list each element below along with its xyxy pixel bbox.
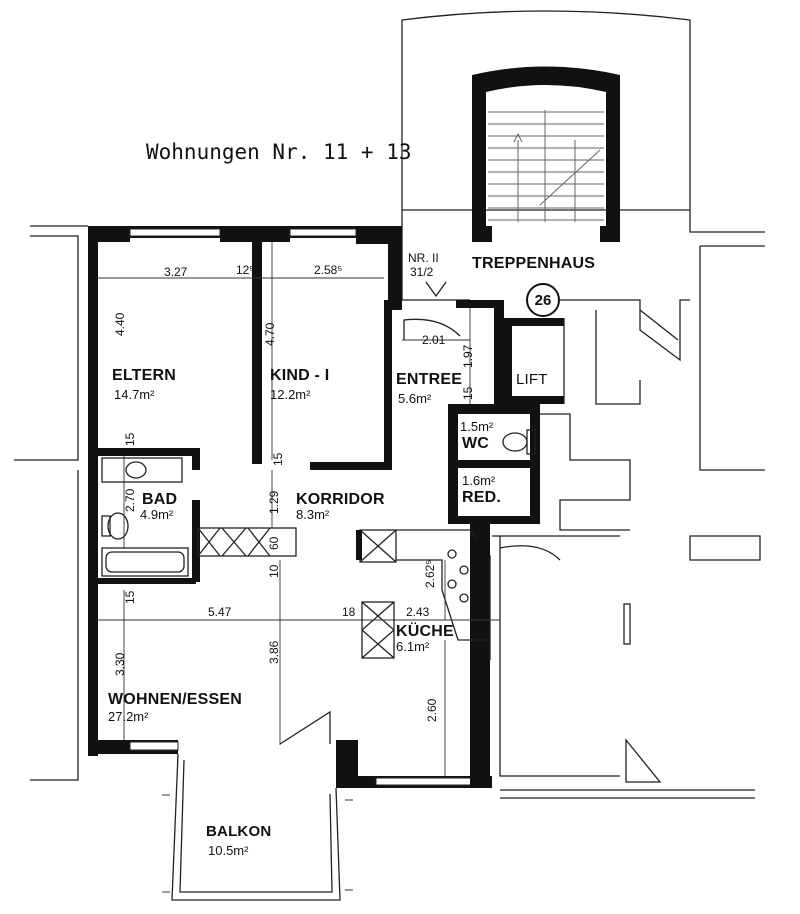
stair-treads xyxy=(488,110,604,222)
room-area-bad: 4.9m² xyxy=(140,507,174,522)
dim-kueche-width: 2.43 xyxy=(406,605,430,619)
dim-korridor-60: 60 xyxy=(267,536,281,550)
room-area-wc: 1.5m² xyxy=(460,419,494,434)
room-area-balkon: 10.5m² xyxy=(208,843,249,858)
unit-room-count-label: 31/2 xyxy=(410,265,434,279)
dim-kueche-wall: 18 xyxy=(342,605,356,619)
dim-wohnen-wall: 15 xyxy=(123,590,137,604)
room-name-wohnen: WOHNEN/ESSEN xyxy=(108,691,242,708)
room-area-korridor: 8.3m² xyxy=(296,507,330,522)
room-name-red: RED. xyxy=(462,489,502,506)
room-name-entree: ENTREE xyxy=(396,371,463,388)
dim-kind-width: 2.58⁵ xyxy=(314,263,343,277)
room-name-wc: WC xyxy=(462,435,490,452)
room-area-eltern: 14.7m² xyxy=(114,387,155,402)
dim-wohnen-depth-left: 3.30 xyxy=(113,652,127,676)
room-name-kind: KIND - I xyxy=(270,367,330,384)
room-area-red: 1.6m² xyxy=(462,473,496,488)
room-name-eltern: ELTERN xyxy=(112,367,177,384)
stair-number-badge: 26 xyxy=(526,283,560,317)
dim-eltern-width: 3.27 xyxy=(164,265,188,279)
dim-entree-wall: 15 xyxy=(461,386,475,400)
dim-korridor-10: 10 xyxy=(267,564,281,578)
room-name-korridor: KORRIDOR xyxy=(296,491,385,508)
stairwell-structure xyxy=(401,10,765,362)
room-area-kueche: 6.1m² xyxy=(396,639,430,654)
dim-kind-depth: 4.70 xyxy=(263,322,277,346)
dim-entree-depth: 1.97 xyxy=(461,344,475,368)
dim-wohnen-depth-mid: 3.86 xyxy=(267,640,281,664)
interior-walls xyxy=(88,238,765,799)
unit-number-label: NR. II xyxy=(408,251,439,265)
dim-eltern-depth: 4.40 xyxy=(113,312,127,336)
room-area-entree: 5.6m² xyxy=(398,391,432,406)
dim-entree-width: 2.01 xyxy=(422,333,446,347)
room-area-wohnen: 27.2m² xyxy=(108,709,149,724)
room-name-treppenhaus: TREPPENHAUS xyxy=(472,255,596,272)
dim-wohnen-depth-right: 2.60 xyxy=(425,698,439,722)
room-name-bad: BAD xyxy=(142,491,178,508)
dim-bad-depth: 2.70 xyxy=(123,488,137,512)
dim-eltern-wall: 15 xyxy=(123,432,137,446)
dimension-lines xyxy=(98,242,500,776)
dim-kind-wall: 15 xyxy=(271,452,285,466)
room-area-kind: 12.2m² xyxy=(270,387,311,402)
dim-kueche-depth: 2.62⁵ xyxy=(423,559,437,588)
exterior-walls xyxy=(14,225,492,788)
dim-wall-thickness: 12⁵ xyxy=(236,263,255,277)
dim-wohnen-width: 5.47 xyxy=(208,605,232,619)
room-name-balkon: BALKON xyxy=(206,823,272,840)
dim-korridor-depth: 1.29 xyxy=(267,490,281,514)
plan-title: Wohnungen Nr. 11 + 13 xyxy=(146,140,412,164)
balcony-outline xyxy=(162,753,353,901)
room-name-lift: LIFT xyxy=(516,371,548,388)
room-name-kueche: KÜCHE xyxy=(396,623,454,640)
